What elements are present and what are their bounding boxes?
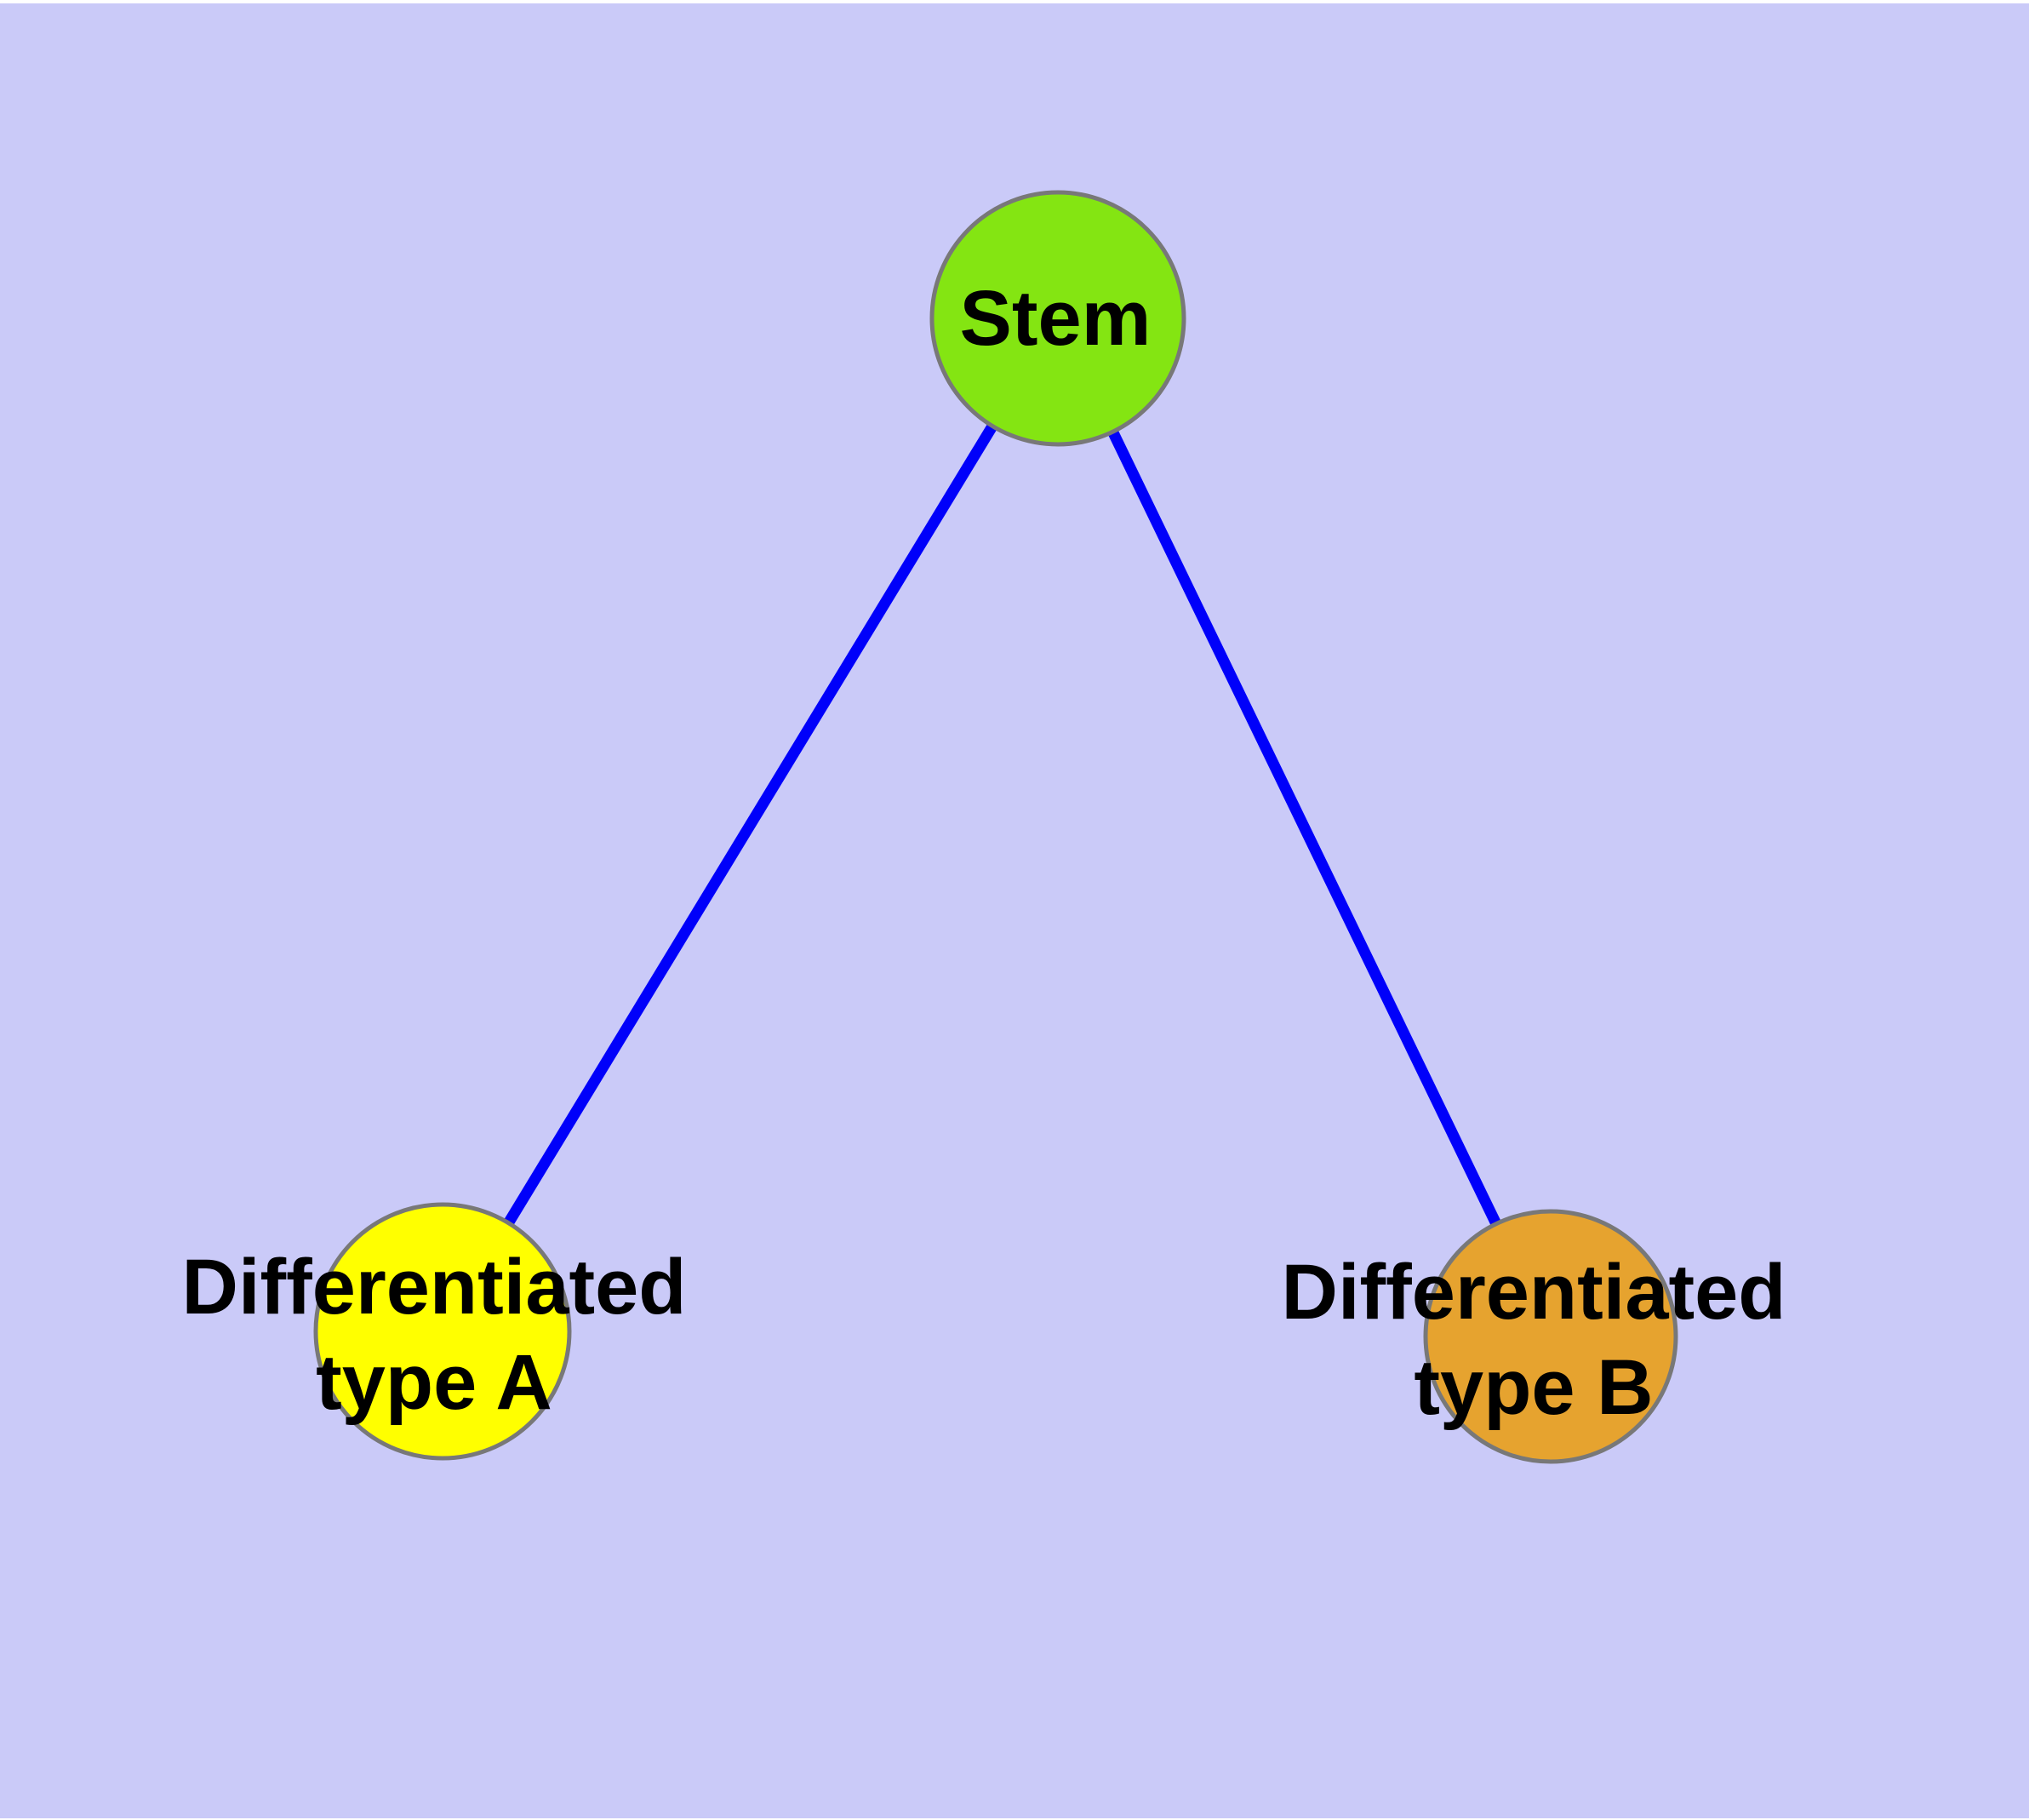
edge-stem-to-type-b [1053,316,1556,1339]
node-differentiated-type-a [313,1202,572,1461]
edge-stem-to-type-a [437,315,1063,1335]
node-type-b-label-line2: type B [1414,1344,1654,1431]
node-type-a-label-line1: Differentiated [181,1244,687,1331]
node-stem-label: Stem [959,275,1152,362]
node-stem [929,190,1186,447]
node-differentiated-type-b [1423,1209,1678,1464]
node-type-b-label-line1: Differentiated [1281,1249,1786,1336]
node-type-b-label: Differentiated type B [1282,1245,1786,1435]
node-type-a-label: Differentiated type A [182,1239,687,1430]
node-type-a-label-line2: type A [316,1339,552,1426]
